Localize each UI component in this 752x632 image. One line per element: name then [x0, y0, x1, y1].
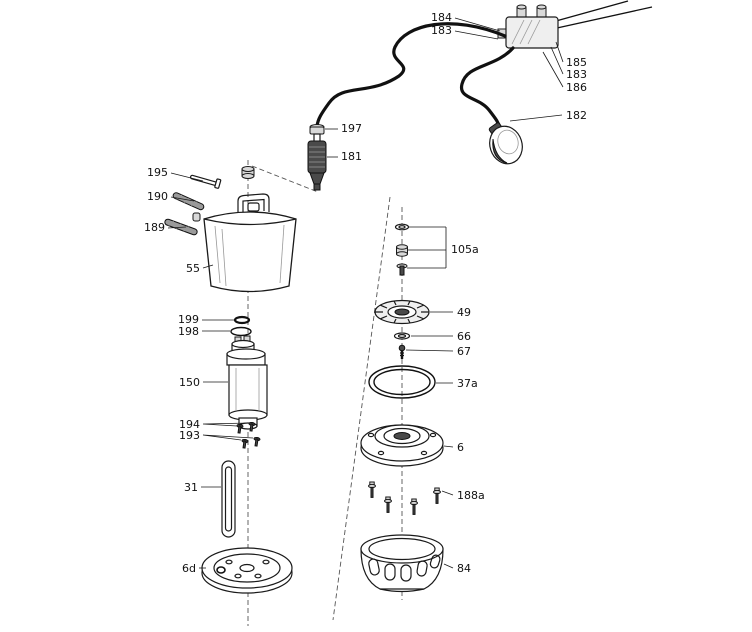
power-cable	[315, 22, 507, 128]
callout-194: 194	[179, 418, 200, 431]
callout-199: 199	[178, 313, 199, 326]
part-cable-connector	[307, 124, 327, 191]
part-float-switch	[488, 122, 523, 165]
part-screw-67	[398, 344, 406, 359]
callout-185: 185	[566, 56, 587, 69]
callout-labels: 184 183 185 183 186 182 197 181 195 190 …	[144, 11, 587, 575]
part-guide-rod	[221, 460, 236, 538]
callout-197: 197	[341, 122, 362, 135]
callout-49: 49	[457, 306, 471, 319]
callout-31: 31	[184, 481, 198, 494]
part-volute	[360, 424, 444, 467]
callout-55: 55	[186, 262, 200, 275]
part-base-plate	[201, 547, 293, 594]
callout-105a: 105a	[451, 243, 479, 256]
part-o-ring-large	[368, 365, 436, 399]
callout-182: 182	[566, 109, 587, 122]
callout-37a: 37a	[457, 377, 478, 390]
part-terminal-box	[497, 0, 653, 49]
callout-181: 181	[341, 150, 362, 163]
callout-198: 198	[178, 325, 199, 338]
callout-6: 6	[457, 441, 464, 454]
part-motor-housing	[203, 193, 297, 293]
callout-184: 184	[431, 11, 452, 24]
callout-189: 189	[144, 221, 165, 234]
part-motor-unit	[226, 335, 268, 430]
callout-183-top: 183	[431, 24, 452, 37]
part-fastener-stack	[394, 223, 410, 276]
part-washer	[393, 332, 411, 340]
part-seal-plate	[374, 299, 430, 325]
callout-6d: 6d	[182, 562, 196, 575]
part-motor-screws	[236, 421, 261, 449]
part-casing-screws	[368, 481, 441, 515]
callout-150: 150	[179, 376, 200, 389]
callout-183-right: 183	[566, 68, 587, 81]
part-strainer-base	[360, 534, 444, 593]
callout-188a: 188a	[457, 489, 485, 502]
callout-190: 190	[147, 190, 168, 203]
callout-84: 84	[457, 562, 471, 575]
callout-193: 193	[179, 429, 200, 442]
callout-66: 66	[457, 330, 471, 343]
part-o-ring-small	[230, 315, 252, 337]
leader-lines	[167, 17, 564, 569]
callout-195: 195	[147, 166, 168, 179]
float-switch-cable	[460, 46, 515, 131]
callout-186: 186	[566, 81, 587, 94]
callout-67: 67	[457, 345, 471, 358]
